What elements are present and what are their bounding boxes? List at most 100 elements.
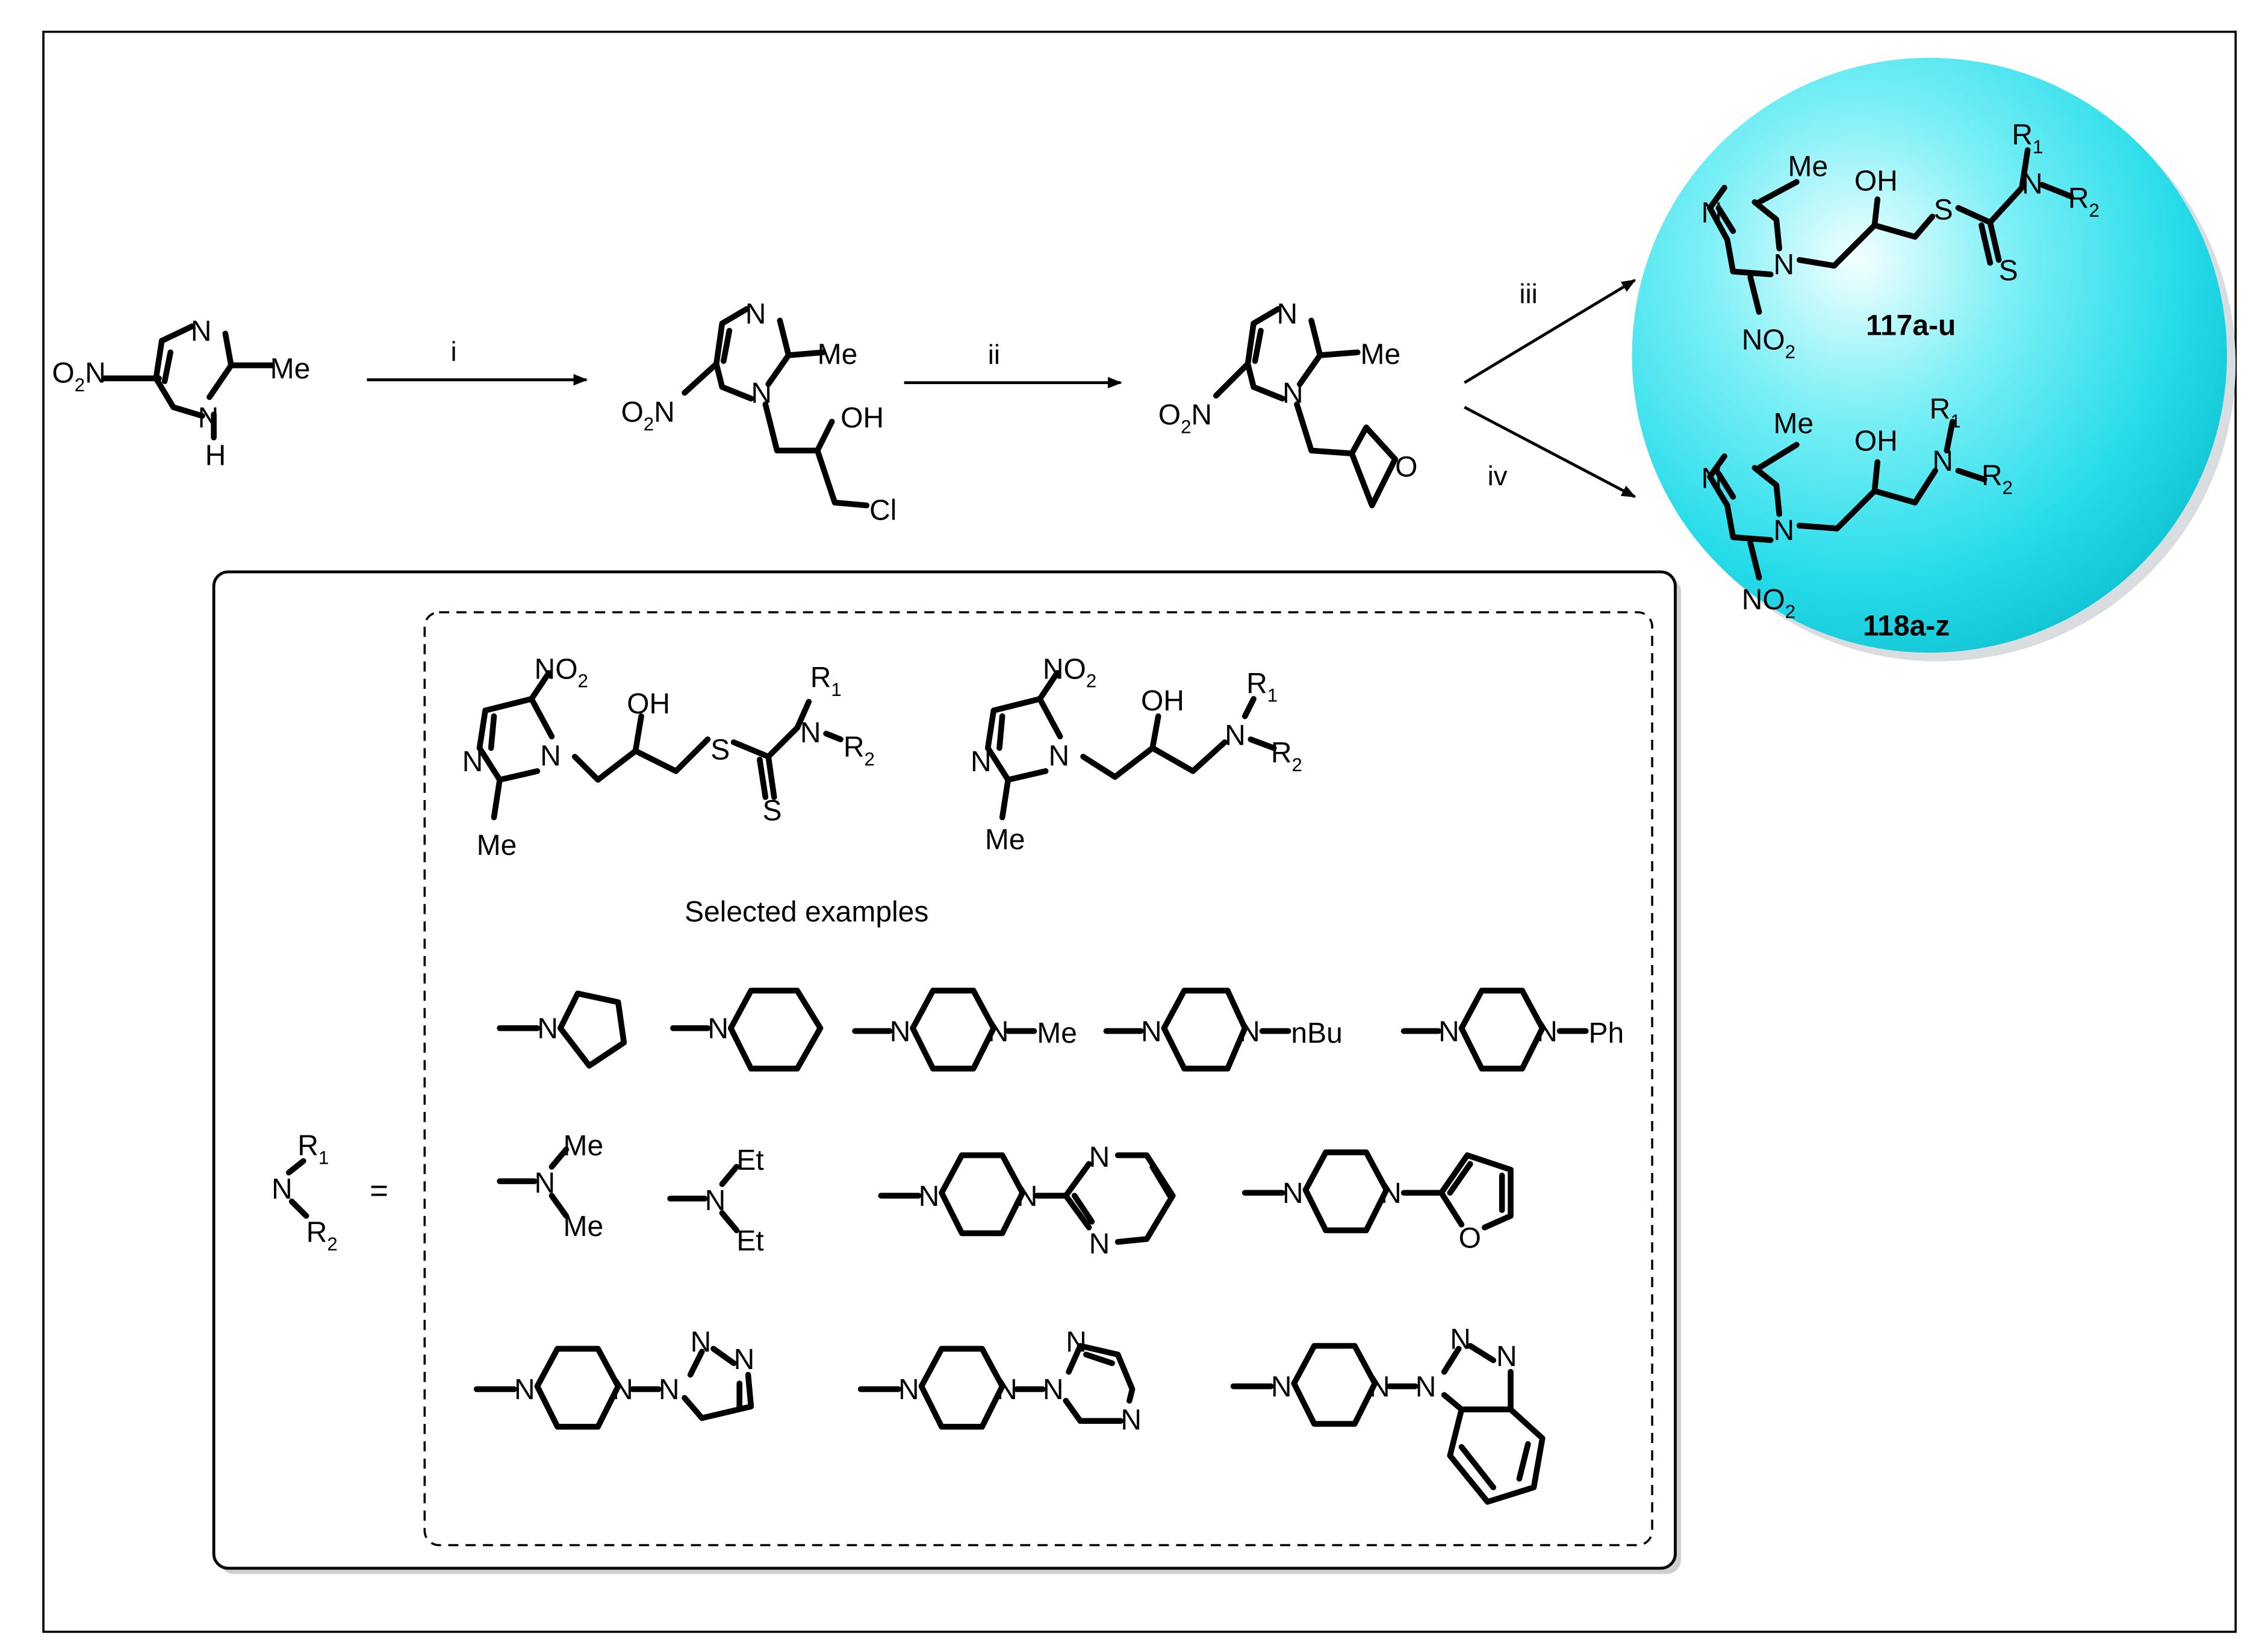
- arrow-step-iv: [1464, 406, 1636, 498]
- equals-sign: =: [370, 1173, 388, 1209]
- atom-label: N: [919, 1181, 940, 1213]
- methyl-label: Me: [985, 824, 1025, 856]
- atom-label: N: [1089, 1228, 1110, 1260]
- hydroxyl-label: OH: [1854, 166, 1898, 197]
- amine-furylpiperazine: N N O: [1241, 1149, 1514, 1254]
- nitro-group: NO2: [535, 653, 588, 691]
- atom-label: N: [1239, 1016, 1260, 1048]
- atom-label: N: [707, 1013, 729, 1045]
- r1-label: R1: [1930, 394, 1961, 432]
- atom-label: N: [540, 740, 561, 772]
- atom-label: N: [1932, 446, 1953, 477]
- amine-pyrimidinylpiperazine: N N N N: [878, 1141, 1176, 1260]
- product-117-structure: N N Me OH S N S R1 R2 NO2: [1701, 119, 2099, 362]
- atom-label: N: [1282, 377, 1304, 409]
- epoxide-oxygen: O: [1395, 452, 1417, 483]
- atom-label: N: [1416, 1371, 1437, 1403]
- atom-label: N: [1774, 249, 1795, 281]
- amine-triazolylpiperazine-124: N N N N N: [857, 1326, 1142, 1436]
- furan-oxygen: O: [1459, 1222, 1481, 1254]
- atom-label: N: [996, 1374, 1018, 1406]
- atom-label: N: [1369, 1371, 1390, 1403]
- atom-label: N: [514, 1374, 535, 1406]
- starting-imidazole: N N H Me O2N: [52, 315, 310, 471]
- atom-label: N: [2022, 168, 2043, 200]
- atom-label: N: [1066, 1326, 1087, 1358]
- hydroxyl-label: OH: [627, 688, 670, 720]
- ethyl-label: Et: [736, 1144, 763, 1176]
- ethyl-label: Et: [736, 1225, 763, 1257]
- general-structure-117: N N Me OH S N S R1 R2 NO2: [462, 653, 875, 862]
- atom-label: N: [612, 1374, 633, 1406]
- product-sphere: [1632, 57, 2227, 653]
- amine-benzotriazolylpiperazine: N N N N N: [1230, 1323, 1546, 1505]
- atom-label: N: [1271, 1371, 1292, 1403]
- atom-label: N: [272, 1173, 293, 1205]
- chlorohydrin-intermediate: N N Me OH Cl O2N: [621, 298, 897, 526]
- arrow-step-iii: [1464, 279, 1636, 384]
- thione-sulfur: S: [763, 795, 782, 827]
- examples-dashed-box: [423, 611, 1653, 1547]
- nitro-group: NO2: [1742, 324, 1795, 362]
- amine-pyrrolidine: N: [497, 990, 627, 1069]
- atom-label: N: [1450, 1323, 1471, 1355]
- thio-sulfur: S: [710, 734, 730, 766]
- atom-label: N: [1276, 298, 1297, 330]
- atom-label: N: [1225, 720, 1246, 752]
- nitro-group: O2N: [1158, 399, 1212, 437]
- atom-label: N: [751, 377, 772, 409]
- amine-dimethylamino: N Me Me: [497, 1130, 604, 1243]
- phenyl-label: Ph: [1589, 1017, 1624, 1049]
- atom-label: N: [890, 1016, 911, 1048]
- atom-label: N: [1089, 1141, 1110, 1173]
- r2-label: R2: [306, 1217, 338, 1255]
- hydroxyl-label: OH: [1854, 425, 1898, 457]
- atom-label: N: [1537, 1016, 1558, 1048]
- methyl-label: Me: [477, 830, 517, 862]
- atom-label: N: [462, 746, 483, 778]
- methyl-label: Me: [818, 338, 858, 370]
- nr1r2-definition: N R1 R2 =: [272, 1130, 388, 1255]
- outer-frame: [42, 30, 2237, 1633]
- nitro-group: O2N: [621, 396, 674, 434]
- hydroxyl-label: OH: [1141, 685, 1184, 717]
- atom-label: N: [535, 1167, 556, 1199]
- amine-phenylpiperazine: N N Ph: [1400, 987, 1624, 1072]
- r1-label: R1: [810, 662, 842, 700]
- r2-label: R2: [1981, 460, 2013, 498]
- atom-label: N: [198, 402, 219, 434]
- r2-label: R2: [1271, 737, 1302, 775]
- atom-label: N: [898, 1374, 919, 1406]
- nitro-group: NO2: [1043, 653, 1096, 691]
- atom-label: N: [537, 1013, 558, 1045]
- chloro-label: Cl: [869, 494, 897, 526]
- atom-label: N: [1774, 515, 1795, 547]
- atom-label: H: [205, 439, 226, 471]
- amine-butylpiperazine: N N nBu: [1103, 987, 1343, 1072]
- general-structure-118: N N Me OH N R1 R2 NO2: [971, 653, 1302, 856]
- atom-label: N: [971, 746, 992, 778]
- compound-117-label: 117a-u: [1866, 309, 1956, 341]
- atom-label: N: [745, 298, 766, 330]
- r1-label: R1: [297, 1130, 329, 1168]
- r1-label: R1: [2012, 119, 2043, 157]
- methyl-label: Me: [270, 353, 311, 385]
- label-step-iii: iii: [1519, 279, 1537, 309]
- r2-label: R2: [2068, 182, 2099, 220]
- methyl-label: Me: [1774, 408, 1814, 440]
- methyl-label: Me: [1037, 1017, 1077, 1049]
- thio-sulfur: S: [1934, 194, 1953, 226]
- methyl-label: Me: [564, 1130, 604, 1162]
- amine-diethylamino: N Et Et: [667, 1144, 764, 1257]
- atom-label: N: [734, 1344, 755, 1376]
- thione-sulfur: S: [1999, 255, 2018, 287]
- hydroxyl-label: OH: [841, 402, 884, 434]
- atom-label: N: [1120, 1405, 1142, 1436]
- atom-label: N: [691, 1326, 712, 1358]
- atom-label: N: [191, 315, 212, 347]
- label-step-iv: iv: [1488, 461, 1508, 491]
- atom-label: N: [1701, 197, 1723, 229]
- amine-triazolylpiperazine-123: N N N N N: [473, 1326, 755, 1430]
- label-step-ii: ii: [988, 339, 1000, 370]
